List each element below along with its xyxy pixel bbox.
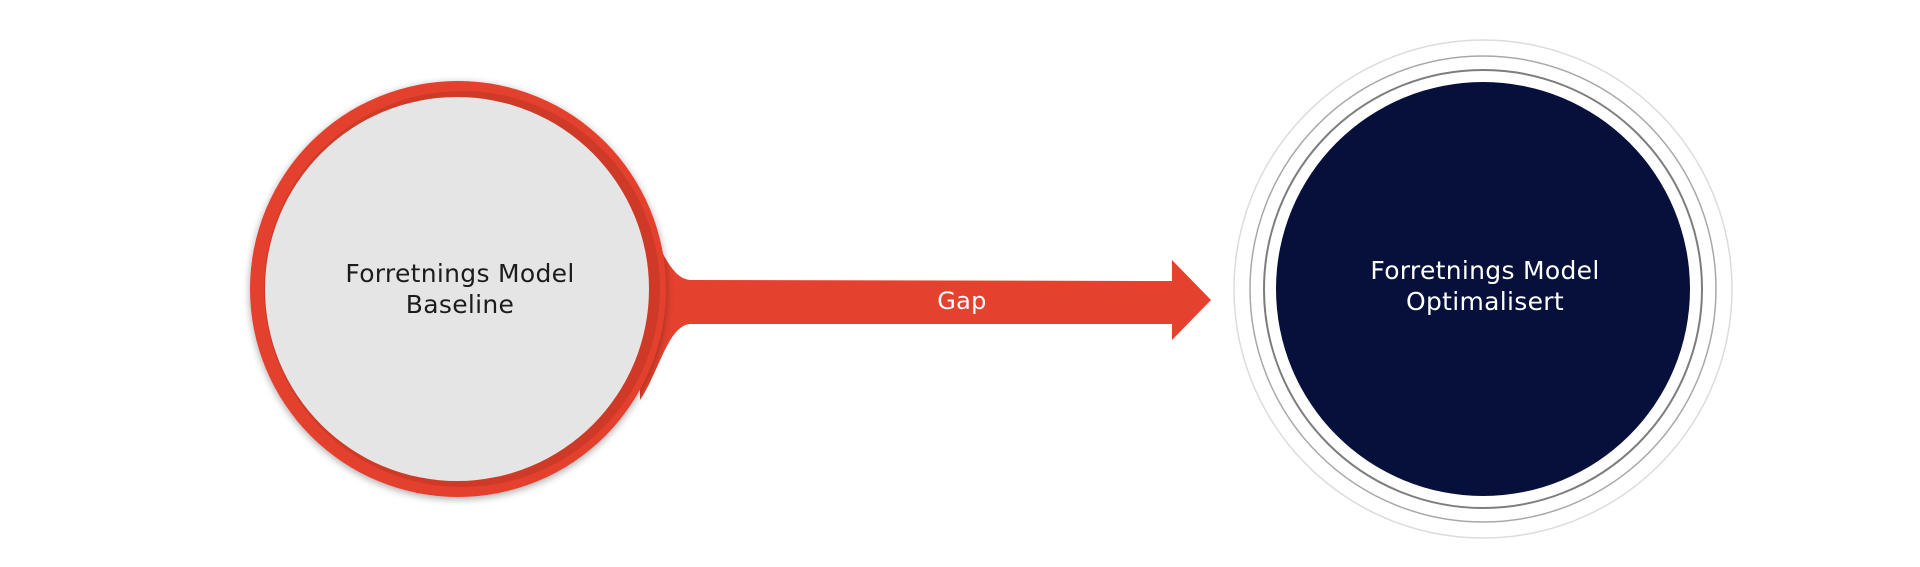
baseline-label: Forretnings Model Baseline <box>320 258 600 320</box>
optimized-label-line1: Forretnings Model <box>1370 256 1600 285</box>
baseline-label-line1: Forretnings Model <box>345 259 575 288</box>
baseline-inner-circle <box>265 97 649 481</box>
baseline-label-line2: Baseline <box>405 290 515 319</box>
optimized-ring-outer <box>1233 39 1733 539</box>
gap-label: Gap <box>937 287 987 315</box>
gap-arrow <box>640 215 1211 400</box>
optimized-label: Forretnings Model Optimalisert <box>1340 255 1630 317</box>
optimized-ring-inner <box>1263 69 1703 509</box>
optimized-inner-circle <box>1276 82 1690 496</box>
optimized-label-line2: Optimalisert <box>1406 287 1564 316</box>
optimized-ring-mid <box>1249 55 1717 523</box>
